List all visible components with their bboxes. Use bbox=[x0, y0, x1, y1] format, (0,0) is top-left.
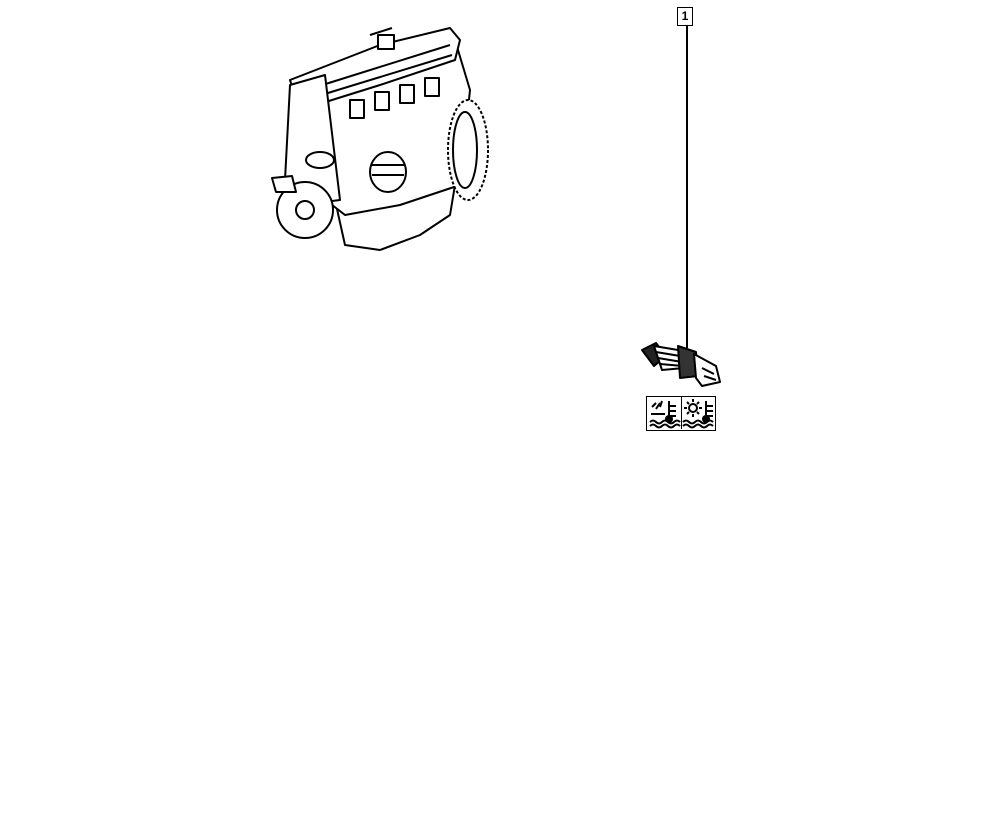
temperature-sensor-part[interactable] bbox=[636, 338, 726, 393]
usage-icons bbox=[646, 396, 716, 431]
coolant-temperature-warning-icon bbox=[649, 397, 682, 429]
callout-leader-line bbox=[686, 26, 688, 348]
callout-label-1[interactable]: 1 bbox=[677, 7, 693, 26]
coolant-temperature-sun-icon bbox=[681, 399, 714, 429]
